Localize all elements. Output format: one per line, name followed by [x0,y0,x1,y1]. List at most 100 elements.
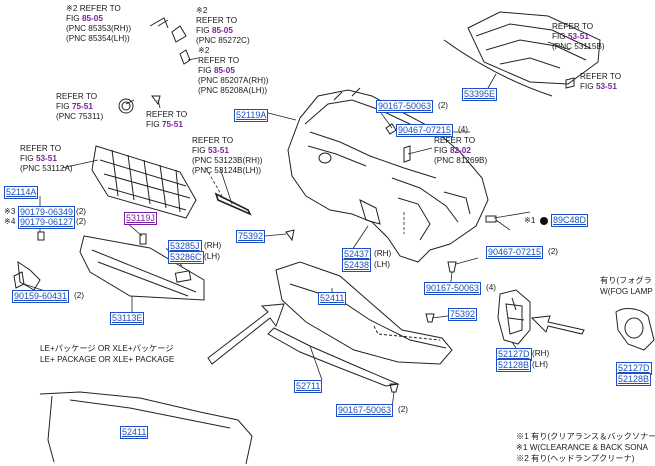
part-90179-06127[interactable]: 90179-06127 [18,216,76,229]
ref-fig-link[interactable]: 85-05 [213,66,235,75]
ref-fig-link[interactable]: 75-51 [71,102,93,111]
part-qty: (2) [76,207,87,216]
fog-label-en: W(FOG LAMP [600,287,653,296]
fog-label-jp: 有り(フォグラ [600,276,652,285]
part-side: (LH) [532,360,548,369]
ref-pnc: (PNC 85207A(RH)) [198,76,269,85]
ref-line: REFER TO [146,110,188,119]
footnote-3: ※2 有り(ヘッドランプクリーナ) [516,454,635,463]
ref-fig-link[interactable]: 53-51 [207,146,229,155]
bumper-cover-drawing [287,87,489,263]
part-75392-a[interactable]: 75392 [236,230,266,243]
note-marker: ※3 [4,207,16,216]
ref-line: REFER TO [20,144,62,153]
ref-fig-label: FIG [552,32,566,41]
part-52114A[interactable]: 52114A [4,186,39,199]
ref-pnc: (PNC 85208A(LH)) [198,86,268,95]
ref-fig-link[interactable]: 53-51 [595,82,617,91]
lower-grille-drawing [79,235,205,301]
ref-line: REFER TO [56,92,98,101]
ref-line: REFER TO [580,72,622,81]
part-90167-50063-c[interactable]: 90167-50063 [336,404,394,417]
ref-pnc: (PNC 53112A) [20,164,73,173]
part-52128B-right[interactable]: 52128B [616,373,652,386]
ref-fig-label: FIG [146,120,160,129]
part-53119J[interactable]: 53119J [124,212,157,225]
ref-pnc: (PNC 53123B(RH)) [192,156,263,165]
part-90167-50063-a[interactable]: 90167-50063 [376,100,434,113]
part-90467-07215-a[interactable]: 90467-07215 [396,124,454,137]
part-52411-a[interactable]: 52411 [318,292,347,305]
ref-fig-label: FIG [56,102,70,111]
package-bumper-drawing [39,391,253,465]
part-52411-b[interactable]: 52411 [120,426,149,439]
part-side: (RH) [374,249,392,258]
part-52711[interactable]: 52711 [294,380,323,393]
ref-fig-label: FIG [434,146,448,155]
ref-line: REFER TO [192,136,234,145]
part-53113E[interactable]: 53113E [110,312,145,325]
part-side: (RH) [532,349,550,358]
upper-grille-drawing [91,145,197,219]
package-label-en: LE+ PACKAGE OR XLE+ PACKAGE [40,355,175,364]
ref-prefix: ※2 [198,46,210,55]
part-qty: (2) [438,101,449,110]
part-side: (LH) [374,260,390,269]
fog-ring-drawing [615,308,655,351]
ref-fig-link[interactable]: 53-51 [567,32,589,41]
part-52119A[interactable]: 52119A [234,109,269,122]
part-89C48D[interactable]: 89C48D [551,214,589,227]
note-marker: ※1 [524,216,536,225]
dot-icon [540,217,548,225]
ref-line: REFER TO [434,136,476,145]
part-52438[interactable]: 52438 [342,259,372,272]
part-53395E[interactable]: 53395E [462,88,498,101]
part-52127D[interactable]: 52127D [496,348,532,361]
ref-fig-label: FIG [196,26,210,35]
ref-fig-link[interactable]: 85-05 [211,26,233,35]
part-53286C[interactable]: 53286C [168,251,204,264]
ref-fig-link[interactable]: 82-02 [449,146,471,155]
ref-line: REFER TO [198,56,240,65]
ref-fig-link[interactable]: 75-51 [161,120,183,129]
part-75392-b[interactable]: 75392 [448,308,478,321]
part-qty: (2) [398,405,409,414]
ref-pnc: (PNC 75311) [56,112,104,121]
package-label-jp: LE+パッケージ OR XLE+パッケージ [40,344,174,353]
part-qty: (2) [76,217,87,226]
ref-prefix: ※2 REFER TO [66,4,121,13]
part-qty: (2) [74,291,85,300]
footnote-2: ※1 W(CLEARANCE & BACK SONA [516,443,648,452]
part-side: (RH) [204,241,222,250]
ref-fig-label: FIG [198,66,212,75]
ref-line: REFER TO [552,22,594,31]
part-side: (LH) [204,252,220,261]
part-90159-60431[interactable]: 90159-60431 [12,290,70,303]
ref-pnc: (PNC 85354(LH)) [66,34,130,43]
ref-pnc: (PNC 53124B(LH)) [192,166,262,175]
part-90467-07215-b[interactable]: 90467-07215 [486,246,544,259]
ref-fig-label: FIG [66,14,80,23]
part-52128B[interactable]: 52128B [496,359,532,372]
ref-pnc: (PNC 85272C) [196,36,250,45]
footnote-1: ※1 有り(クリアランス＆バックソナー [516,432,655,441]
ref-fig-label: FIG [20,154,34,163]
ref-pnc: (PNC 81269B) [434,156,488,165]
ref-fig-link[interactable]: 53-51 [35,154,57,163]
ref-pnc: (PNC 53115B) [552,42,605,51]
lower-spoiler-drawing [275,261,453,365]
ref-prefix: ※2 [196,6,208,15]
part-qty: (4) [458,125,469,134]
part-90167-50063-b[interactable]: 90167-50063 [424,282,482,295]
ref-fig-link[interactable]: 85-05 [81,14,103,23]
